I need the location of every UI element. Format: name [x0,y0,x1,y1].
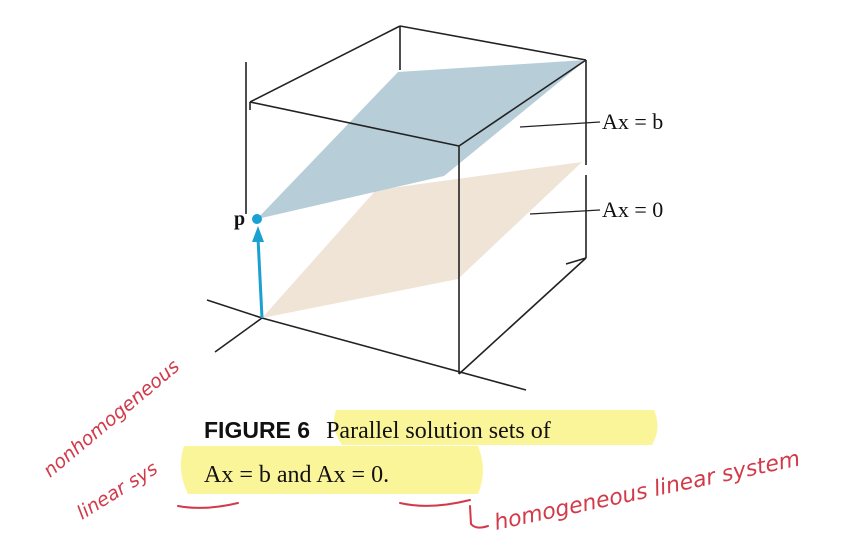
vector-arrowhead [252,226,264,242]
plane-ax-0 [262,162,582,318]
caption-line-2: Ax = b and Ax = 0. [204,462,389,488]
caption-highlight [180,410,658,494]
caption-period: . [383,462,389,488]
plane-label-ax-0: Ax = 0 [602,197,663,222]
caption-line-1: FIGURE 6 Parallel solution sets of [204,417,551,444]
caption-eq-2: Ax = 0 [316,462,383,488]
caption-eq-1: Ax = b [204,462,271,488]
figure-number: FIGURE 6 [204,417,310,443]
note-left-2: linear sys [73,457,162,524]
leader-lines [519,121,601,215]
plane-label-ax-b: Ax = b [602,109,663,134]
point-label: p [234,208,245,230]
plane-ax-b [257,60,586,219]
note-left-1: nonhomogeneous [39,355,184,482]
note-right: homogeneous linear system [492,447,802,536]
handwriting-marks [177,499,489,529]
caption-text-1: Parallel solution sets of [326,418,551,444]
axes [206,299,527,391]
box-back-edges [245,25,587,265]
vector-p [252,214,264,319]
box-front-edges [249,59,587,375]
caption-and: and [271,462,316,488]
handwriting: nonhomogeneous linear sys homogeneous li… [39,355,802,536]
point-p [252,214,262,224]
